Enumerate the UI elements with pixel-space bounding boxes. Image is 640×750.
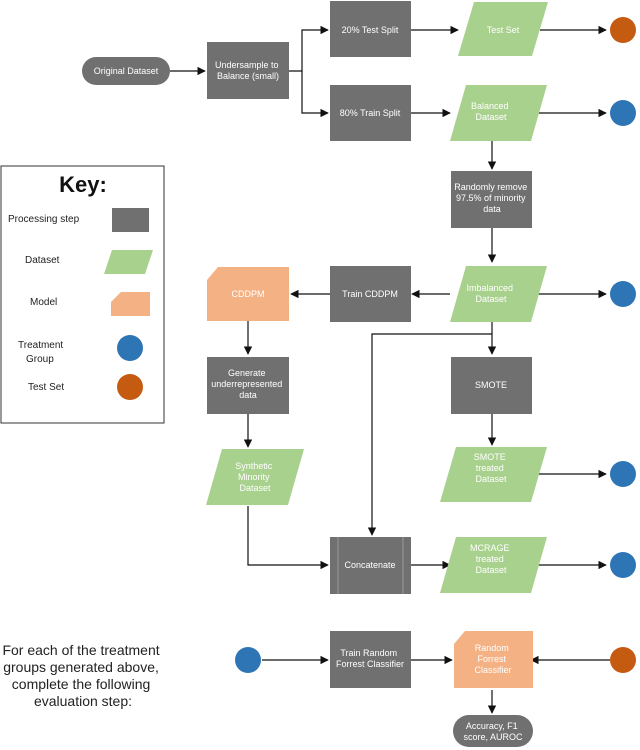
note-line: groups generated above, xyxy=(3,659,159,675)
svg-text:Random Forrest Cla: Random Forrest Classifier xyxy=(474,643,511,675)
svg-text:Accuracy, F1 score, AURO: Accuracy, F1 score, AUROC xyxy=(463,721,523,742)
node-synthetic-dataset: Synthetic Minority Dataset xyxy=(206,449,304,505)
edge-undersample-to-test-split xyxy=(289,25,329,72)
node-cddpm-model: CDDPM xyxy=(207,267,289,321)
treatment-group-circle xyxy=(610,100,636,126)
note-line: evaluation step: xyxy=(34,693,132,709)
node-smote: SMOTE xyxy=(451,357,532,414)
node-label-line: 97.5% of minority xyxy=(456,193,526,203)
node-label-line: Randomly remove xyxy=(454,182,527,192)
node-label-line: Classifier xyxy=(474,665,511,675)
node-test-set: Test Set xyxy=(458,2,548,56)
node-label-line: Random xyxy=(475,643,509,653)
treatment-group-circle xyxy=(235,647,261,673)
svg-text:Train Random Forrest Cla: Train Random Forrest Classifier xyxy=(336,648,404,669)
node-label-line: Balanced xyxy=(471,101,509,111)
node-original-dataset: Original Dataset xyxy=(82,57,170,85)
node-train-random-forest: Train Random Forrest Classifier xyxy=(330,631,411,688)
note-line: complete the following xyxy=(12,676,151,692)
node-label-line: Generate xyxy=(228,368,266,378)
treatment-group-circle xyxy=(610,461,636,487)
svg-text:Synthetic Minority: Synthetic Minority Dataset xyxy=(235,461,275,493)
node-label: Test Set xyxy=(487,25,520,35)
node-label-line: Dataset xyxy=(475,112,507,122)
node-balanced-dataset: Balanced Dataset xyxy=(450,85,547,141)
edges xyxy=(170,25,610,714)
legend-label: Processing step xyxy=(8,214,80,225)
node-smote-treated-dataset: SMOTE treated Dataset xyxy=(440,447,547,502)
node-label-line: treated xyxy=(476,554,504,564)
legend-label: Dataset xyxy=(25,255,60,266)
node-label: Original Dataset xyxy=(94,66,159,76)
node-label-line: Dataset xyxy=(475,474,507,484)
node-mcrage-treated-dataset: MCRAGE treated Dataset xyxy=(440,537,547,593)
treatment-group-circle xyxy=(610,281,636,307)
svg-text:Treatment Group: Treatment Group xyxy=(18,340,66,365)
treatment-group-circle xyxy=(610,552,636,578)
evaluation-note: For each of the treatment groups generat… xyxy=(2,642,163,709)
legend-label: Test Set xyxy=(28,382,64,393)
svg-text:Randomly remove 97.5% of: Randomly remove 97.5% of minority data xyxy=(454,182,530,214)
node-label: SMOTE xyxy=(475,380,507,390)
edge-imbalanced-to-concatenate xyxy=(367,333,492,536)
edge-synthetic-to-concatenate xyxy=(247,506,329,570)
node-generate: Generate underrepresented data xyxy=(207,357,289,414)
legend-swatch-treatment xyxy=(117,335,143,361)
edge-undersample-to-train-split xyxy=(301,71,329,118)
node-concatenate: Concatenate xyxy=(330,537,411,594)
node-label: Concatenate xyxy=(344,560,395,570)
node-label-line: MCRAGE xyxy=(470,543,510,553)
node-label-line: Minority xyxy=(238,472,270,482)
svg-text:SMOTE treated Data: SMOTE treated Dataset xyxy=(474,452,509,484)
svg-text:Imbalanced Dataset: Imbalanced Dataset xyxy=(466,283,515,304)
node-label-line: Dataset xyxy=(475,294,507,304)
svg-text:MCRAGE treated Dat: MCRAGE treated Dataset xyxy=(470,543,512,575)
test-set-circle xyxy=(610,17,636,43)
node-label-line: Undersample to xyxy=(215,60,279,70)
node-train-cddpm: Train CDDPM xyxy=(330,266,411,322)
node-label-line: data xyxy=(483,204,501,214)
test-set-circle xyxy=(610,647,636,673)
node-label-line: Synthetic xyxy=(235,461,273,471)
node-label-line: Imbalanced xyxy=(466,283,513,293)
svg-text:For each of the treatment: For each of the treatment groups generat… xyxy=(2,642,163,709)
legend-swatch-test-set xyxy=(117,374,143,400)
node-random-remove: Randomly remove 97.5% of minority data xyxy=(451,171,532,228)
node-label-line: Dataset xyxy=(475,565,507,575)
node-label-line: Forrest Classifier xyxy=(336,659,404,669)
svg-text:Balanced Dataset: Balanced Dataset xyxy=(471,101,511,122)
node-label-line: Forrest xyxy=(477,654,506,664)
node-label-line: underrepresented xyxy=(211,379,282,389)
node-label-line: Train Random xyxy=(340,648,397,658)
node-undersample: Undersample to Balance (small) xyxy=(207,42,289,99)
legend-swatch-dataset xyxy=(104,250,153,274)
svg-text:Generate underrepresente: Generate underrepresented data xyxy=(211,368,285,400)
node-label-line: treated xyxy=(476,463,504,473)
node-label: CDDPM xyxy=(232,289,265,299)
node-train-split: 80% Train Split xyxy=(330,85,411,141)
node-label: 20% Test Split xyxy=(342,25,399,35)
node-label-line: data xyxy=(239,390,257,400)
legend-label-line: Treatment xyxy=(18,340,63,351)
node-label: 80% Train Split xyxy=(340,108,401,118)
node-label-line: Balance (small) xyxy=(217,71,279,81)
legend-swatch-process xyxy=(112,208,149,232)
legend-swatch-model xyxy=(111,292,150,316)
node-test-split: 20% Test Split xyxy=(330,1,411,57)
node-random-forest-model: Random Forrest Classifier xyxy=(454,631,533,688)
node-imbalanced-dataset: Imbalanced Dataset xyxy=(450,266,547,322)
node-label: Train CDDPM xyxy=(342,289,398,299)
legend: Key: Processing step Dataset Model Treat… xyxy=(0,165,165,424)
node-label-line: Dataset xyxy=(239,483,271,493)
legend-label: Model xyxy=(30,297,57,308)
node-label-line: Accuracy, F1 xyxy=(466,721,518,731)
node-label-line: score, AUROC xyxy=(463,732,523,742)
legend-label-line: Group xyxy=(26,354,54,365)
node-label-line: SMOTE xyxy=(474,452,506,462)
legend-title: Key: xyxy=(59,172,107,197)
node-metrics: Accuracy, F1 score, AUROC xyxy=(453,715,533,747)
note-line: For each of the treatment xyxy=(2,642,159,658)
svg-text:Undersample to Balance (: Undersample to Balance (small) xyxy=(215,60,281,81)
